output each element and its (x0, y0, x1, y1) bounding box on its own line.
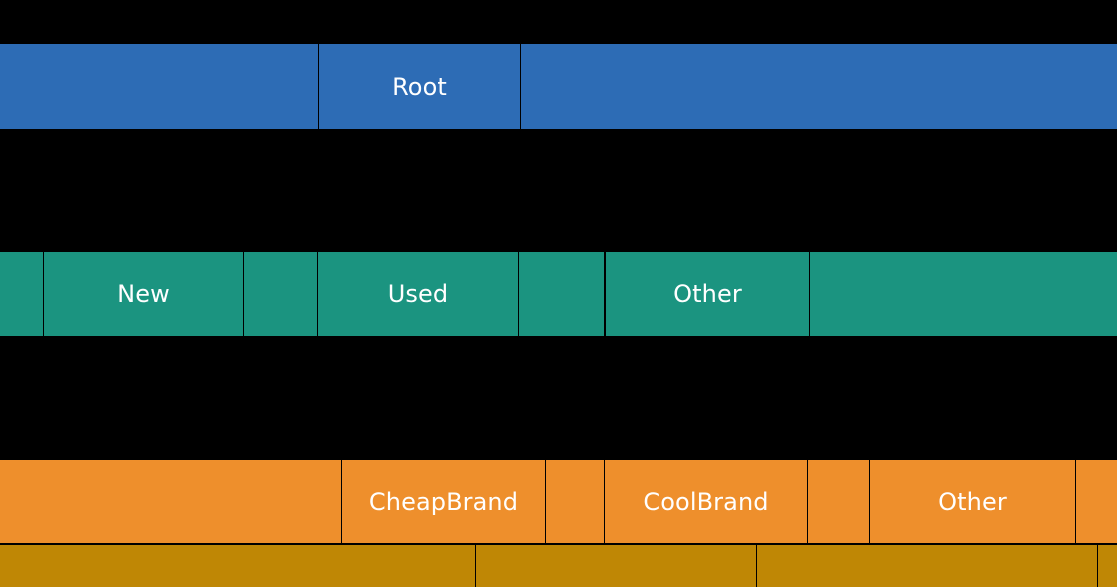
icicle-node-label: CheapBrand (368, 487, 519, 516)
icicle-node-label: New (117, 280, 170, 308)
icicle-node-brand-empty-0[interactable] (0, 460, 341, 543)
icicle-node-category-empty-6[interactable] (810, 252, 1117, 336)
icicle-node-category-used-3[interactable]: Used (318, 252, 518, 336)
icicle-node-label: Used (387, 280, 449, 308)
icicle-node-brand-cheapbrand-1[interactable]: CheapBrand (342, 460, 545, 543)
icicle-node-brand-empty-2[interactable] (546, 460, 604, 543)
icicle-node-brand-coolbrand-3[interactable]: CoolBrand (605, 460, 807, 543)
icicle-node-root-root-1[interactable]: Root (319, 44, 520, 129)
icicle-node-brand-empty-6[interactable] (1076, 460, 1117, 543)
icicle-level-root: Root (0, 44, 1117, 129)
icicle-node-label: Other (938, 487, 1007, 516)
icicle-node-root-empty-2[interactable] (521, 44, 1117, 129)
icicle-level-leaf (0, 545, 1117, 587)
icicle-node-category-empty-4[interactable] (519, 252, 604, 336)
icicle-node-label: Root (392, 72, 447, 101)
icicle-node-leaf-empty-3[interactable] (1098, 545, 1117, 587)
icicle-node-category-other-5[interactable]: Other (606, 252, 809, 336)
icicle-node-root-empty-0[interactable] (0, 44, 318, 129)
icicle-node-category-empty-0[interactable] (0, 252, 43, 336)
icicle-node-leaf-empty-0[interactable] (0, 545, 475, 587)
icicle-level-brand: CheapBrand CoolBrand Other (0, 460, 1117, 543)
icicle-node-leaf-empty-2[interactable] (757, 545, 1097, 587)
icicle-node-category-new-1[interactable]: New (44, 252, 243, 336)
icicle-node-leaf-empty-1[interactable] (476, 545, 756, 587)
icicle-node-category-empty-2[interactable] (244, 252, 317, 336)
icicle-node-label: CoolBrand (643, 487, 769, 516)
icicle-node-label: Other (673, 280, 742, 308)
icicle-node-brand-empty-4[interactable] (808, 460, 869, 543)
icicle-level-category: New Used Other (0, 252, 1117, 336)
icicle-node-brand-other-5[interactable]: Other (870, 460, 1075, 543)
